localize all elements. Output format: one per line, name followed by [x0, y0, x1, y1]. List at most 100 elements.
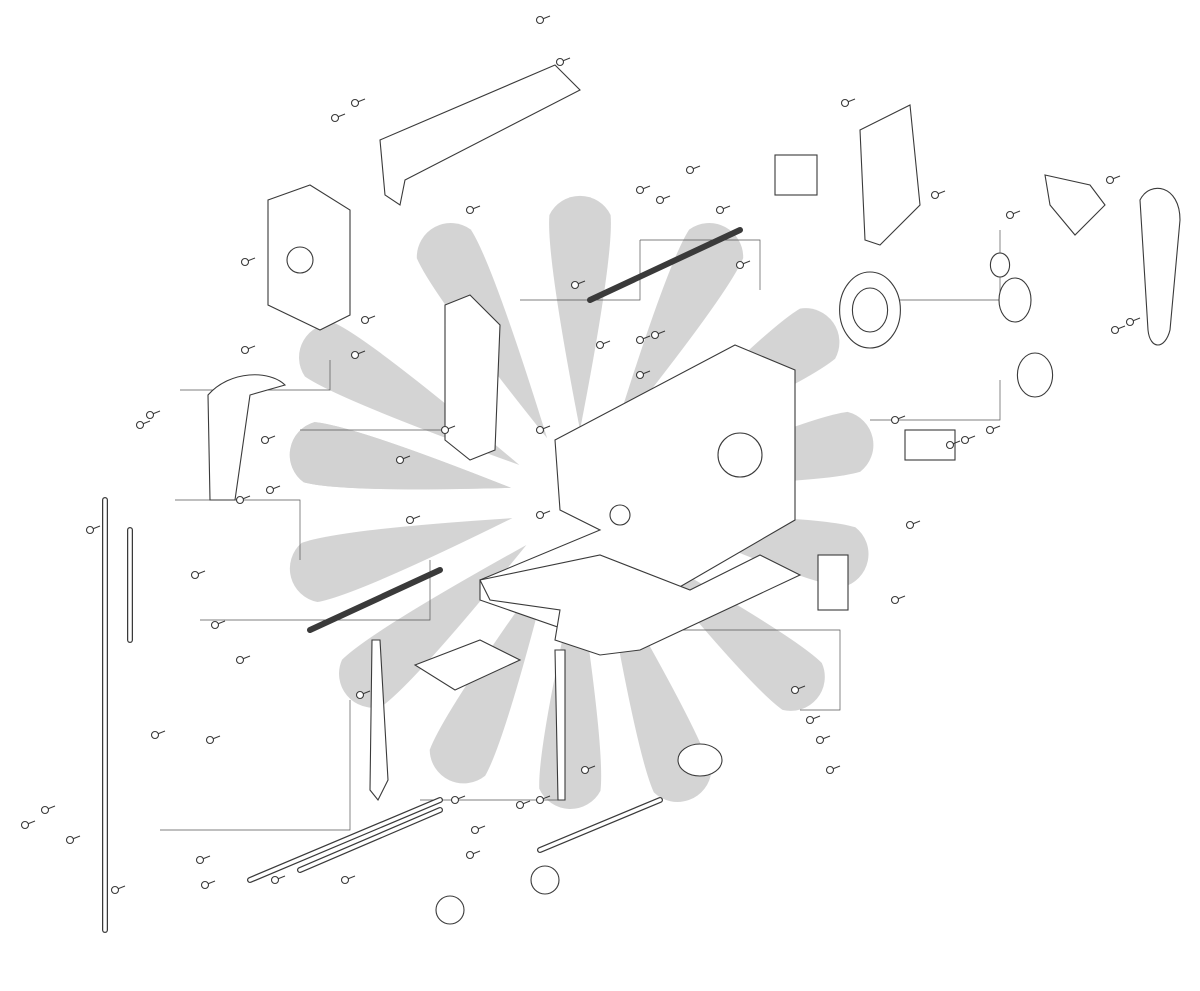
screw-head [395, 455, 405, 465]
base-plate [479, 554, 802, 656]
screw-head [355, 690, 365, 700]
bobbin-case [435, 895, 465, 925]
screw-head [595, 340, 605, 350]
screw-head [945, 440, 955, 450]
screw-head [270, 875, 280, 885]
screw-head [360, 315, 370, 325]
screw-head [20, 820, 30, 830]
base-hole [609, 504, 631, 526]
screw-head [555, 57, 565, 67]
screw-head [840, 98, 850, 108]
shaft-highlight [298, 808, 442, 872]
screw-head [715, 205, 725, 215]
screw-head [240, 345, 250, 355]
hook-saddle [677, 743, 723, 777]
screw-head [240, 257, 250, 267]
leader-line [520, 240, 641, 301]
screw-head [790, 685, 800, 695]
pulley-bracket [1044, 174, 1106, 236]
screw-head [905, 520, 915, 530]
screw-head [535, 15, 545, 25]
shaft-highlight [538, 798, 662, 852]
screw-head [205, 735, 215, 745]
side-frame-plate [444, 294, 501, 461]
leader-line [175, 499, 301, 560]
screw-head [570, 280, 580, 290]
screw-head [580, 765, 590, 775]
feed-lever [369, 639, 389, 802]
screw-head [890, 415, 900, 425]
upper-shaft [587, 227, 743, 303]
slide-plate [817, 554, 849, 611]
pulley [851, 287, 889, 333]
watermark-petal [289, 422, 512, 490]
leader-line [160, 700, 351, 831]
watermark-petal [549, 195, 611, 430]
screw-head [1125, 317, 1135, 327]
screw-head [195, 855, 205, 865]
parts-group [20, 15, 1181, 933]
screw-head [235, 655, 245, 665]
screw-head [815, 735, 825, 745]
leader-line [800, 640, 841, 711]
pulley [1016, 352, 1054, 398]
screw-head [405, 515, 415, 525]
screw-head [655, 195, 665, 205]
screw-head [235, 495, 245, 505]
screw-head [635, 335, 645, 345]
screw-head [350, 350, 360, 360]
arm-shaft [307, 567, 443, 633]
right-mounting-plate [859, 104, 921, 246]
leader-line [640, 239, 761, 290]
base-bore [717, 432, 763, 478]
watermark-petal [612, 223, 744, 439]
screw-head [150, 730, 160, 740]
connecting-rod [554, 649, 566, 801]
watermark-petal [289, 518, 513, 603]
screw-head [805, 715, 815, 725]
screw-head [960, 435, 970, 445]
screw-head [515, 800, 525, 810]
leader-line [870, 380, 1001, 421]
screw-head [450, 795, 460, 805]
timing-belt [1139, 187, 1181, 346]
screw-head [110, 885, 120, 895]
screw-head [735, 260, 745, 270]
screw-head [40, 805, 50, 815]
screw-head [330, 113, 340, 123]
timing-belt-ring [998, 277, 1032, 323]
connector-block [774, 154, 818, 196]
leader-line [200, 560, 431, 621]
screw-head [535, 425, 545, 435]
screw-head [985, 425, 995, 435]
screw-head [635, 370, 645, 380]
screw-head [465, 850, 475, 860]
screw-head [825, 765, 835, 775]
screw-head [265, 485, 275, 495]
screw-head [465, 205, 475, 215]
screw-head [535, 795, 545, 805]
screw-head [685, 165, 695, 175]
screw-head [350, 98, 360, 108]
needle-plate [413, 639, 522, 691]
screw-head [145, 410, 155, 420]
screw-head [190, 570, 200, 580]
screw-head [470, 825, 480, 835]
screw-head [535, 510, 545, 520]
screw-head [200, 880, 210, 890]
top-cover-plate [379, 64, 581, 206]
shaft-highlight [248, 798, 442, 882]
screw-head [635, 185, 645, 195]
rotary-hook [530, 865, 560, 895]
screw-head [650, 330, 660, 340]
screw-head [260, 435, 270, 445]
thread-take-up-bracket [207, 374, 287, 501]
screw-head [890, 595, 900, 605]
screw-head [85, 525, 95, 535]
screw-head [210, 620, 220, 630]
screw-head [1105, 175, 1115, 185]
screw-head [1005, 210, 1015, 220]
screw-head [1110, 325, 1120, 335]
pulley [989, 252, 1011, 278]
